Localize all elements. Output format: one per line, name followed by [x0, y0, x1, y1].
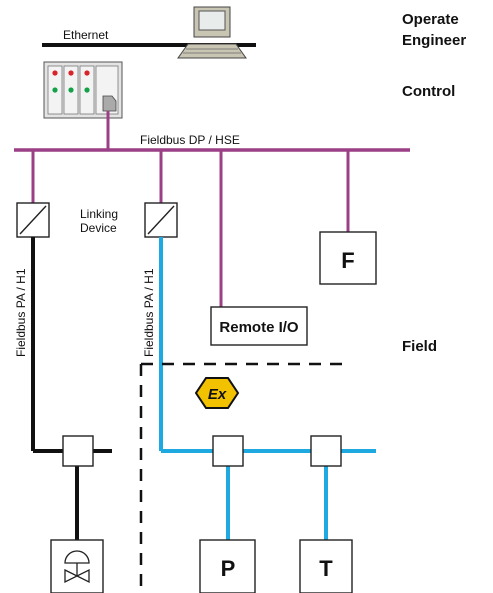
workstation-icon: [177, 6, 247, 59]
linking-device-right: [144, 202, 178, 238]
f-device-label: F: [341, 248, 354, 273]
level-control-label: Control: [402, 83, 455, 100]
p-device-box: [199, 539, 256, 593]
ex-symbol-label: Ex: [208, 386, 227, 403]
level-engineer-label: Engineer: [402, 32, 466, 49]
fieldbus-pa-right-label: Fieldbus PA / H1: [142, 268, 156, 357]
valve-actuator-device: [50, 539, 104, 593]
junction-box-t: [310, 435, 342, 467]
linking-device-label-2: Device: [80, 221, 117, 235]
level-field-label: Field: [402, 338, 437, 355]
plc-rack-icon: [43, 61, 123, 119]
hazardous-area-boundary: [139, 362, 342, 593]
ethernet-label: Ethernet: [63, 28, 109, 42]
remote-io-box: [210, 306, 308, 346]
level-operate-label: Operate: [402, 11, 459, 28]
remote-io-label: Remote I/O: [219, 319, 299, 336]
junction-box-p: [212, 435, 244, 467]
junction-box-left: [62, 435, 94, 467]
t-device-box: [299, 539, 353, 593]
f-device-box: [319, 231, 377, 285]
fieldbus-pa-left-label: Fieldbus PA / H1: [14, 268, 28, 357]
valve-actuator-icon: [64, 550, 90, 584]
p-device-label: P: [221, 556, 236, 581]
t-device-label: T: [319, 556, 333, 581]
ex-hazard-icon: Ex: [194, 377, 240, 409]
linking-device-left: [16, 202, 50, 238]
fieldbus-dp-label: Fieldbus DP / HSE: [140, 133, 240, 147]
linking-device-label-1: Linking: [80, 207, 118, 221]
